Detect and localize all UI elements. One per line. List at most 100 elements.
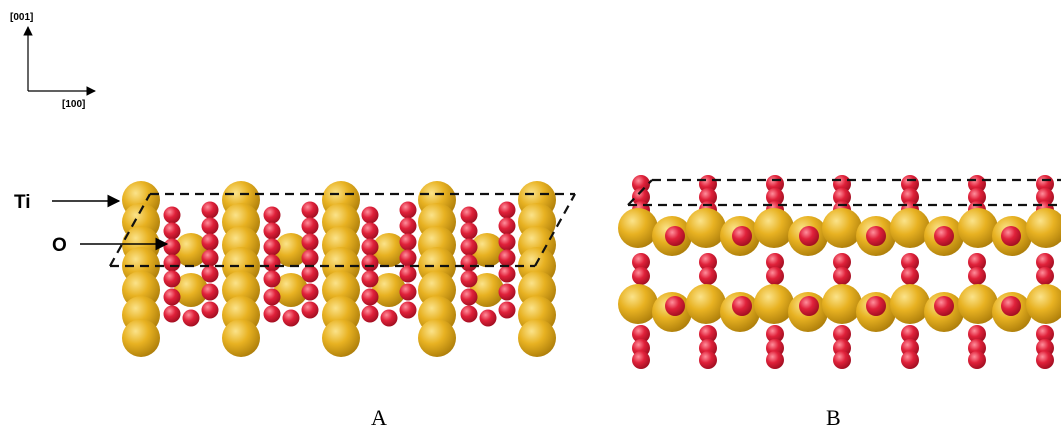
o-atom bbox=[361, 206, 379, 224]
o-atom bbox=[866, 296, 886, 316]
ti-atom bbox=[274, 233, 308, 267]
ti-atom bbox=[822, 284, 862, 324]
o-atom bbox=[766, 325, 784, 343]
o-atom bbox=[498, 233, 516, 251]
panel-a-unit-cell bbox=[109, 192, 576, 268]
o-atom bbox=[901, 188, 919, 206]
o-atom bbox=[968, 188, 986, 206]
o-atom bbox=[1036, 188, 1054, 206]
o-atom bbox=[833, 267, 851, 285]
o-atom bbox=[934, 226, 954, 246]
ti-atom bbox=[518, 319, 556, 357]
o-atom bbox=[732, 296, 752, 316]
ti-atom bbox=[958, 284, 998, 324]
o-atom bbox=[498, 301, 516, 319]
o-atom bbox=[301, 301, 319, 319]
axis-100-label: [100] bbox=[62, 99, 85, 110]
o-atom bbox=[632, 325, 650, 343]
o-atom bbox=[361, 238, 379, 256]
o-atom bbox=[833, 325, 851, 343]
o-atom bbox=[833, 188, 851, 206]
o-atom bbox=[799, 296, 819, 316]
panel-a-structure bbox=[109, 181, 576, 357]
ti-atom bbox=[470, 273, 504, 307]
o-atom bbox=[460, 254, 478, 272]
panel-a-cell-right bbox=[534, 193, 576, 267]
o-atom bbox=[163, 222, 181, 240]
ti-atom bbox=[1026, 284, 1061, 324]
o-atom bbox=[399, 301, 417, 319]
o-atom bbox=[201, 249, 219, 267]
o-atom bbox=[201, 233, 219, 251]
ti-atom bbox=[958, 208, 998, 248]
o-atom bbox=[901, 267, 919, 285]
o-atom bbox=[766, 351, 784, 369]
o-atom bbox=[498, 283, 516, 301]
ti-atom bbox=[754, 284, 794, 324]
o-atom bbox=[301, 265, 319, 283]
o-atom bbox=[399, 249, 417, 267]
o-atom bbox=[1036, 253, 1054, 271]
ti-atom bbox=[322, 319, 360, 357]
o-atom bbox=[361, 288, 379, 306]
ti-atom bbox=[686, 284, 726, 324]
o-atom bbox=[163, 206, 181, 224]
o-atom bbox=[498, 265, 516, 283]
o-atom bbox=[632, 267, 650, 285]
ti-atom bbox=[822, 208, 862, 248]
o-atom bbox=[934, 296, 954, 316]
o-atom bbox=[968, 267, 986, 285]
o-atom bbox=[632, 253, 650, 271]
o-atom bbox=[361, 222, 379, 240]
o-atom bbox=[201, 283, 219, 301]
o-atom bbox=[361, 305, 379, 323]
o-atom bbox=[699, 188, 717, 206]
o-atom bbox=[901, 325, 919, 343]
atom-pointers: Ti O bbox=[14, 192, 169, 256]
axis-001-label: [001] bbox=[10, 12, 33, 23]
o-atom bbox=[833, 351, 851, 369]
o-atom bbox=[201, 301, 219, 319]
o-atom bbox=[901, 253, 919, 271]
o-atom bbox=[833, 253, 851, 271]
o-atom bbox=[460, 238, 478, 256]
o-atom bbox=[460, 288, 478, 306]
o-atom bbox=[498, 201, 516, 219]
o-atom bbox=[968, 325, 986, 343]
ti-atom bbox=[686, 208, 726, 248]
o-atom bbox=[163, 305, 181, 323]
o-atom bbox=[263, 238, 281, 256]
o-atom bbox=[460, 222, 478, 240]
o-atom bbox=[968, 253, 986, 271]
o-atom bbox=[361, 270, 379, 288]
o-atom bbox=[263, 288, 281, 306]
ti-atom bbox=[372, 273, 406, 307]
ti-atom bbox=[470, 233, 504, 267]
o-atom bbox=[632, 351, 650, 369]
o-atom bbox=[460, 206, 478, 224]
o-atom bbox=[399, 201, 417, 219]
o-atom bbox=[1036, 351, 1054, 369]
o-atom bbox=[901, 351, 919, 369]
o-atom bbox=[1001, 226, 1021, 246]
axis-indicator: [001] [100] bbox=[10, 12, 96, 110]
o-atom bbox=[699, 325, 717, 343]
o-atom bbox=[301, 249, 319, 267]
o-atom bbox=[163, 254, 181, 272]
o-atom bbox=[399, 217, 417, 235]
o-atom bbox=[263, 222, 281, 240]
o-atom bbox=[201, 201, 219, 219]
o-atom bbox=[301, 283, 319, 301]
o-atom bbox=[301, 233, 319, 251]
o-atom bbox=[263, 206, 281, 224]
o-atom bbox=[732, 226, 752, 246]
o-atom bbox=[201, 265, 219, 283]
o-atom bbox=[301, 201, 319, 219]
panel-a-label: A bbox=[371, 405, 387, 430]
o-atom bbox=[163, 288, 181, 306]
o-atom bbox=[699, 351, 717, 369]
o-atom bbox=[766, 267, 784, 285]
panel-a-cell-left bbox=[109, 193, 151, 267]
ti-atom bbox=[890, 284, 930, 324]
ti-atom bbox=[222, 319, 260, 357]
